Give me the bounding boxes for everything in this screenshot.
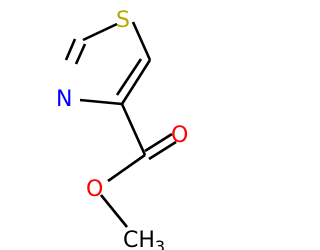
bond-c4-carbonyl-carbon [120,103,147,156]
atom-carbonyl-oxygen-label: O [171,123,188,148]
bond-s-c2 [82,22,118,42]
atom-ester-oxygen-label: O [86,177,103,202]
bond-n-c4 [79,98,123,106]
atom-sulfur-label: S [116,8,130,33]
bond-c4-c5 [120,59,152,105]
molecule-structure: S N O O CH3 [56,8,188,250]
methyl-group-symbol: CH [123,228,155,250]
methyl-group-subscript: 3 [155,237,165,250]
bond-c2-n-inner [74,43,87,65]
bond-s-c5 [131,21,152,61]
methyl-group-label: CH3 [123,228,165,250]
bond-carbonyl-double-b [148,140,177,161]
bond-carbonyl-double-a [144,132,173,153]
bond-c2-n-double [64,38,77,61]
atom-nitrogen-label: N [56,87,72,112]
bond-c4-c5-inner [115,58,143,96]
bond-ester-oxygen-methyl [99,194,129,228]
bond-carbonyl-carbon-ester-oxygen [107,153,146,183]
